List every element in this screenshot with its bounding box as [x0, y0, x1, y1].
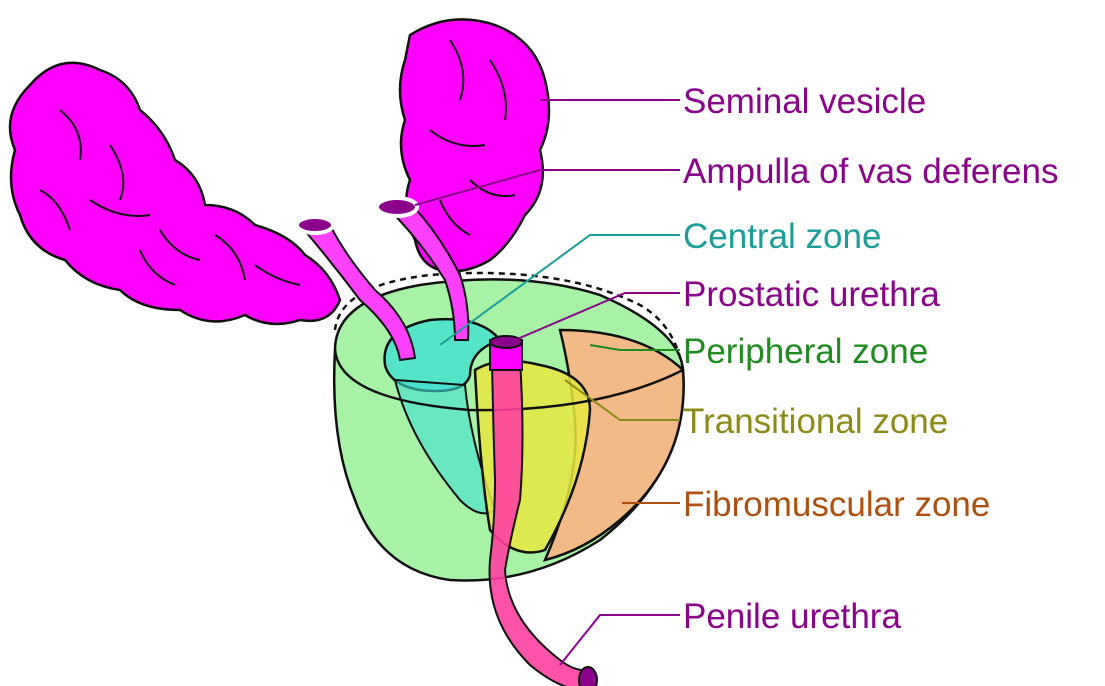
central-zone-label: Central zone — [683, 217, 881, 256]
penile-urethra-leader — [560, 615, 680, 665]
ampulla-label: Ampulla of vas deferens — [683, 152, 1058, 191]
penile-urethra-label: Penile urethra — [683, 597, 901, 636]
peripheral-zone-label: Peripheral zone — [683, 332, 928, 371]
seminal-vesicle-label: Seminal vesicle — [683, 82, 926, 121]
prostatic-urethra-label: Prostatic urethra — [683, 275, 940, 314]
left-seminal-vesicle — [10, 63, 340, 324]
transitional-zone-label: Transitional zone — [683, 402, 948, 441]
fibromuscular-zone-label: Fibromuscular zone — [683, 485, 990, 524]
